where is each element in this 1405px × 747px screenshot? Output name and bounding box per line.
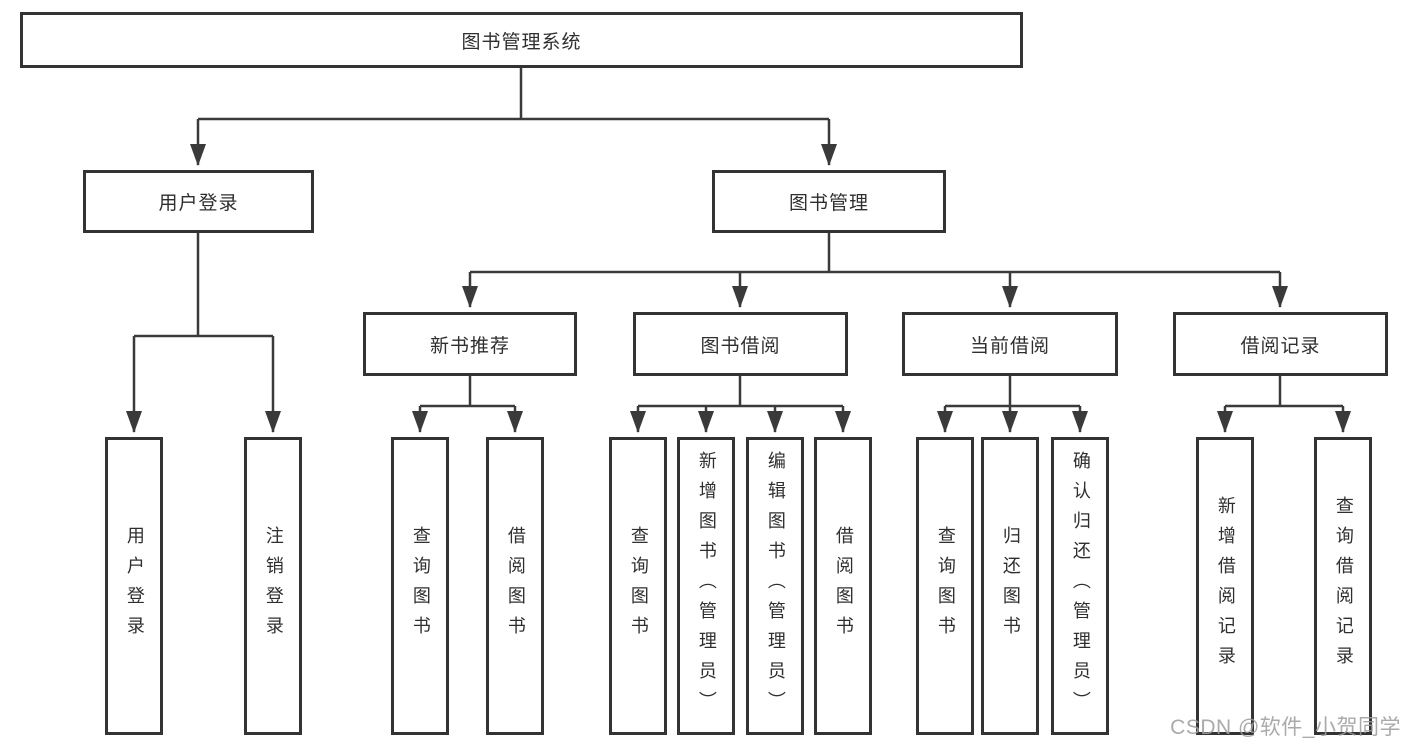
node-logout-label: 注销登录 <box>263 526 284 646</box>
node-current-borrowing: 当前借阅 <box>902 312 1118 376</box>
node-current-return-books: 归还图书 <box>981 437 1039 735</box>
node-records-query-record-label: 查询借阅记录 <box>1333 496 1354 676</box>
node-book-borrowing: 图书借阅 <box>633 312 848 376</box>
node-rec-borrow-books: 借阅图书 <box>486 437 544 735</box>
node-current-query-books-label: 查询图书 <box>935 526 956 646</box>
node-rec-query-books-label: 查询图书 <box>410 526 431 646</box>
node-borrow-query-books-label: 查询图书 <box>628 526 649 646</box>
node-borrow-borrow-books: 借阅图书 <box>814 437 872 735</box>
node-rec-query-books: 查询图书 <box>391 437 449 735</box>
node-records-add-record-label: 新增借阅记录 <box>1215 496 1236 676</box>
node-current-confirm-return-admin-label: 确认归还（管理员） <box>1070 451 1091 721</box>
node-borrow-query-books: 查询图书 <box>609 437 667 735</box>
node-current-confirm-return-admin: 确认归还（管理员） <box>1051 437 1109 735</box>
node-borrow-borrow-books-label: 借阅图书 <box>833 526 854 646</box>
node-root: 图书管理系统 <box>20 12 1023 68</box>
node-current-query-books: 查询图书 <box>916 437 974 735</box>
node-borrow-add-books-admin: 新增图书（管理员） <box>677 437 735 735</box>
node-borrowing-records: 借阅记录 <box>1173 312 1388 376</box>
node-book-management: 图书管理 <box>712 170 946 233</box>
node-login: 用户登录 <box>105 437 163 735</box>
node-user-login: 用户登录 <box>83 170 314 233</box>
node-current-return-books-label: 归还图书 <box>1000 526 1021 646</box>
node-records-query-record: 查询借阅记录 <box>1314 437 1372 735</box>
node-borrow-edit-books-admin-label: 编辑图书（管理员） <box>765 451 786 721</box>
node-login-label: 用户登录 <box>124 526 145 646</box>
node-borrow-edit-books-admin: 编辑图书（管理员） <box>746 437 804 735</box>
node-rec-borrow-books-label: 借阅图书 <box>505 526 526 646</box>
node-logout: 注销登录 <box>244 437 302 735</box>
node-records-add-record: 新增借阅记录 <box>1196 437 1254 735</box>
node-new-book-recommend: 新书推荐 <box>363 312 577 376</box>
connectors <box>126 67 1351 433</box>
node-borrow-add-books-admin-label: 新增图书（管理员） <box>696 451 717 721</box>
